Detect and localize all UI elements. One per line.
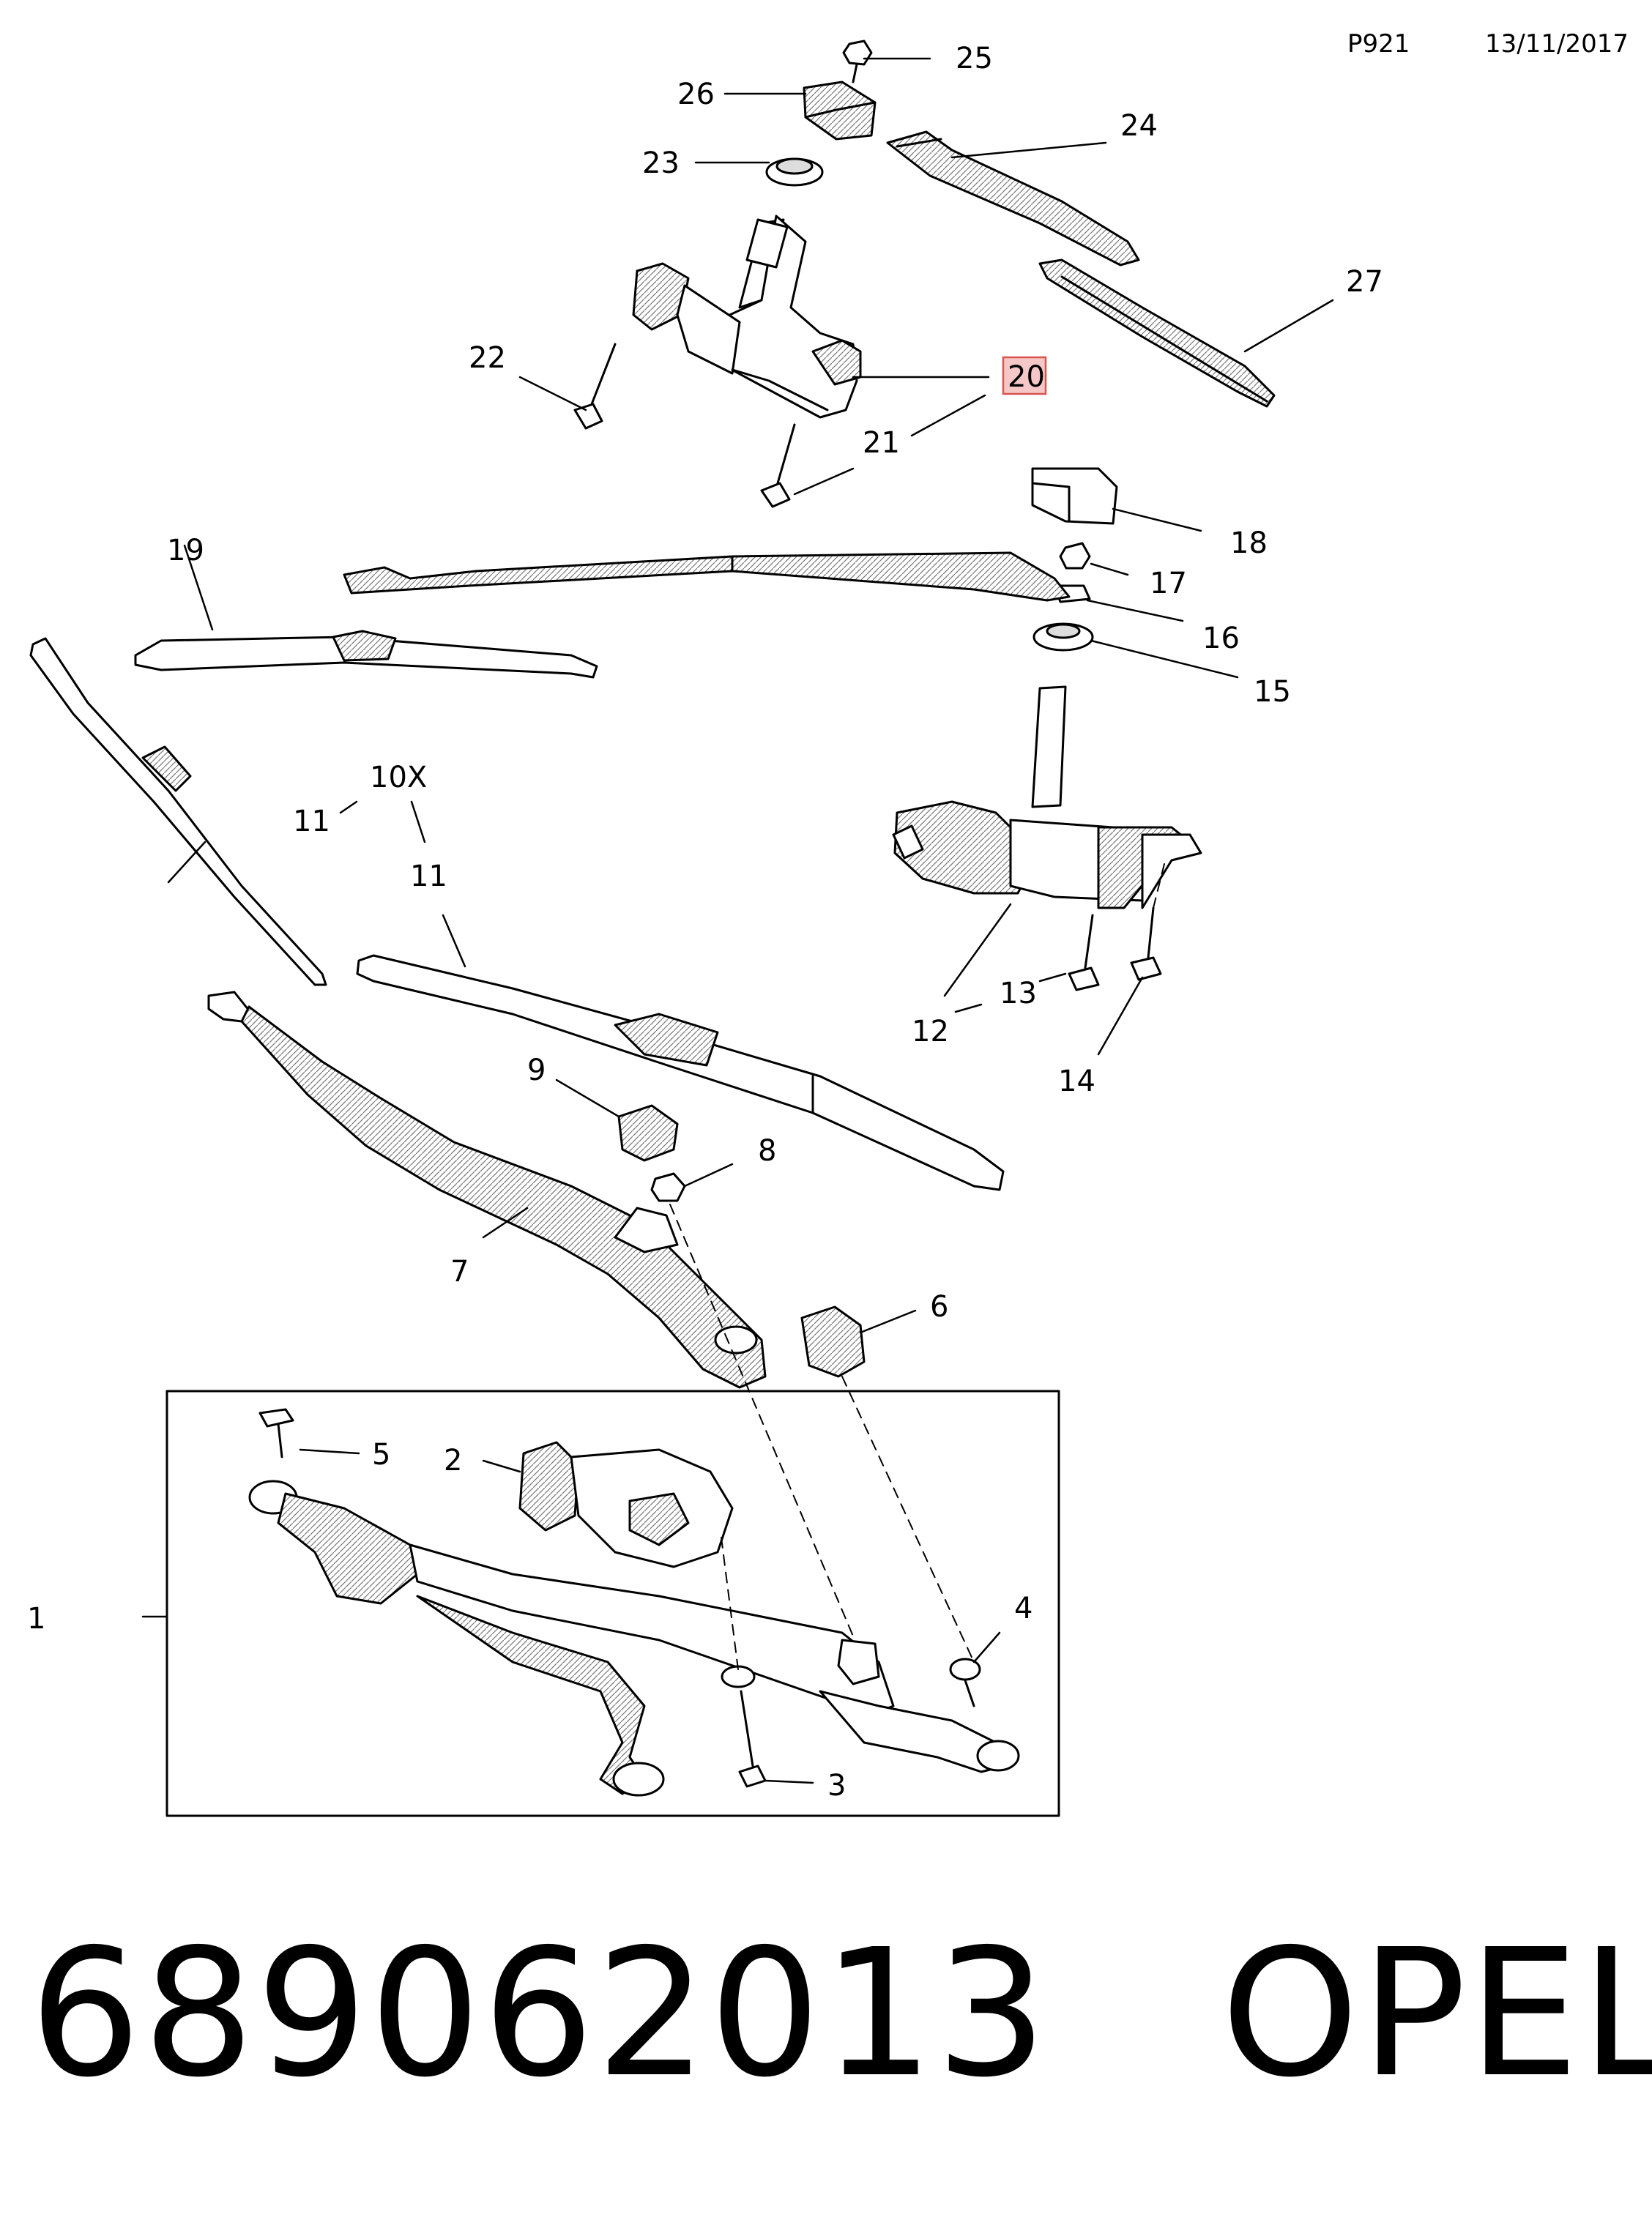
part-footer: 689062013 OPEL (29, 1926, 1652, 2101)
callout-2: 2 (444, 1444, 462, 1478)
bolt-21 (760, 423, 796, 508)
callout-25: 25 (956, 42, 993, 75)
callout-27: 27 (1346, 265, 1383, 299)
wiper-arm-right (343, 551, 1071, 602)
callout-11-center: 11 (410, 860, 447, 893)
cap-6 (800, 1305, 975, 1663)
rear-shaft (745, 218, 789, 269)
callout-7: 7 (450, 1255, 469, 1289)
callout-10x: 10X (370, 761, 427, 794)
rear-wiper-cap-26 (803, 81, 877, 141)
callout-26: 26 (677, 78, 715, 111)
callout-24: 24 (1120, 109, 1158, 143)
callout-17: 17 (1150, 567, 1187, 600)
callout-20: 20 (1008, 360, 1045, 394)
callout-23: 23 (642, 146, 680, 180)
arm-cap-9 (617, 1104, 679, 1162)
rear-wiper-motor-20 (632, 215, 862, 419)
callout-19: 19 (167, 534, 204, 567)
wiper-blade-19 (134, 630, 598, 679)
callout-21: 21 (863, 426, 900, 460)
callout-22: 22 (469, 341, 506, 375)
callout-highlight (1002, 356, 1047, 395)
callout-15: 15 (1254, 675, 1291, 709)
diagram-date: 13/11/2017 (1485, 29, 1629, 59)
callout-16: 16 (1202, 622, 1240, 655)
callout-8: 8 (758, 1134, 776, 1168)
callout-18: 18 (1230, 526, 1268, 560)
bolt-5 (258, 1408, 294, 1458)
wiper-blade-11-center (356, 954, 1005, 1191)
seal-15 (1032, 622, 1094, 652)
washer-4 (949, 1658, 981, 1707)
nut-17 (1059, 542, 1091, 570)
callout-14: 14 (1058, 1065, 1095, 1098)
callout-3: 3 (827, 1769, 846, 1803)
nut-8 (650, 1172, 865, 1663)
front-wiper-motor-12 (892, 685, 1202, 909)
callout-13: 13 (1000, 977, 1037, 1010)
bolt-14 (1130, 863, 1165, 981)
bolt-13 (1068, 914, 1100, 991)
wiper-blade-11-left (29, 637, 327, 986)
part-number: 689062013 (29, 1911, 1049, 2116)
callout-4: 4 (1014, 1592, 1032, 1625)
callout-5: 5 (372, 1438, 390, 1472)
linkage-frame (248, 1480, 1020, 1797)
wiper-motor-2 (518, 1441, 734, 1568)
callout-9: 9 (527, 1054, 546, 1087)
callout-6: 6 (930, 1290, 948, 1324)
callout-1: 1 (27, 1602, 45, 1636)
linkage-assembly-box (165, 1390, 1060, 1817)
nut-25 (842, 40, 873, 83)
rear-wiper-arm-24 (886, 130, 1140, 267)
callout-12: 12 (912, 1015, 949, 1048)
rear-wiper-blade-27 (1038, 258, 1276, 408)
callout-11-left: 11 (293, 805, 330, 838)
bolt-22 (573, 343, 617, 430)
page-code: P921 (1347, 29, 1410, 59)
brand-name: OPEL (1221, 1911, 1652, 2116)
seal-23 (765, 157, 824, 187)
wiper-arm-7 (207, 991, 767, 1389)
nozzle-cap-18 (1031, 467, 1118, 525)
